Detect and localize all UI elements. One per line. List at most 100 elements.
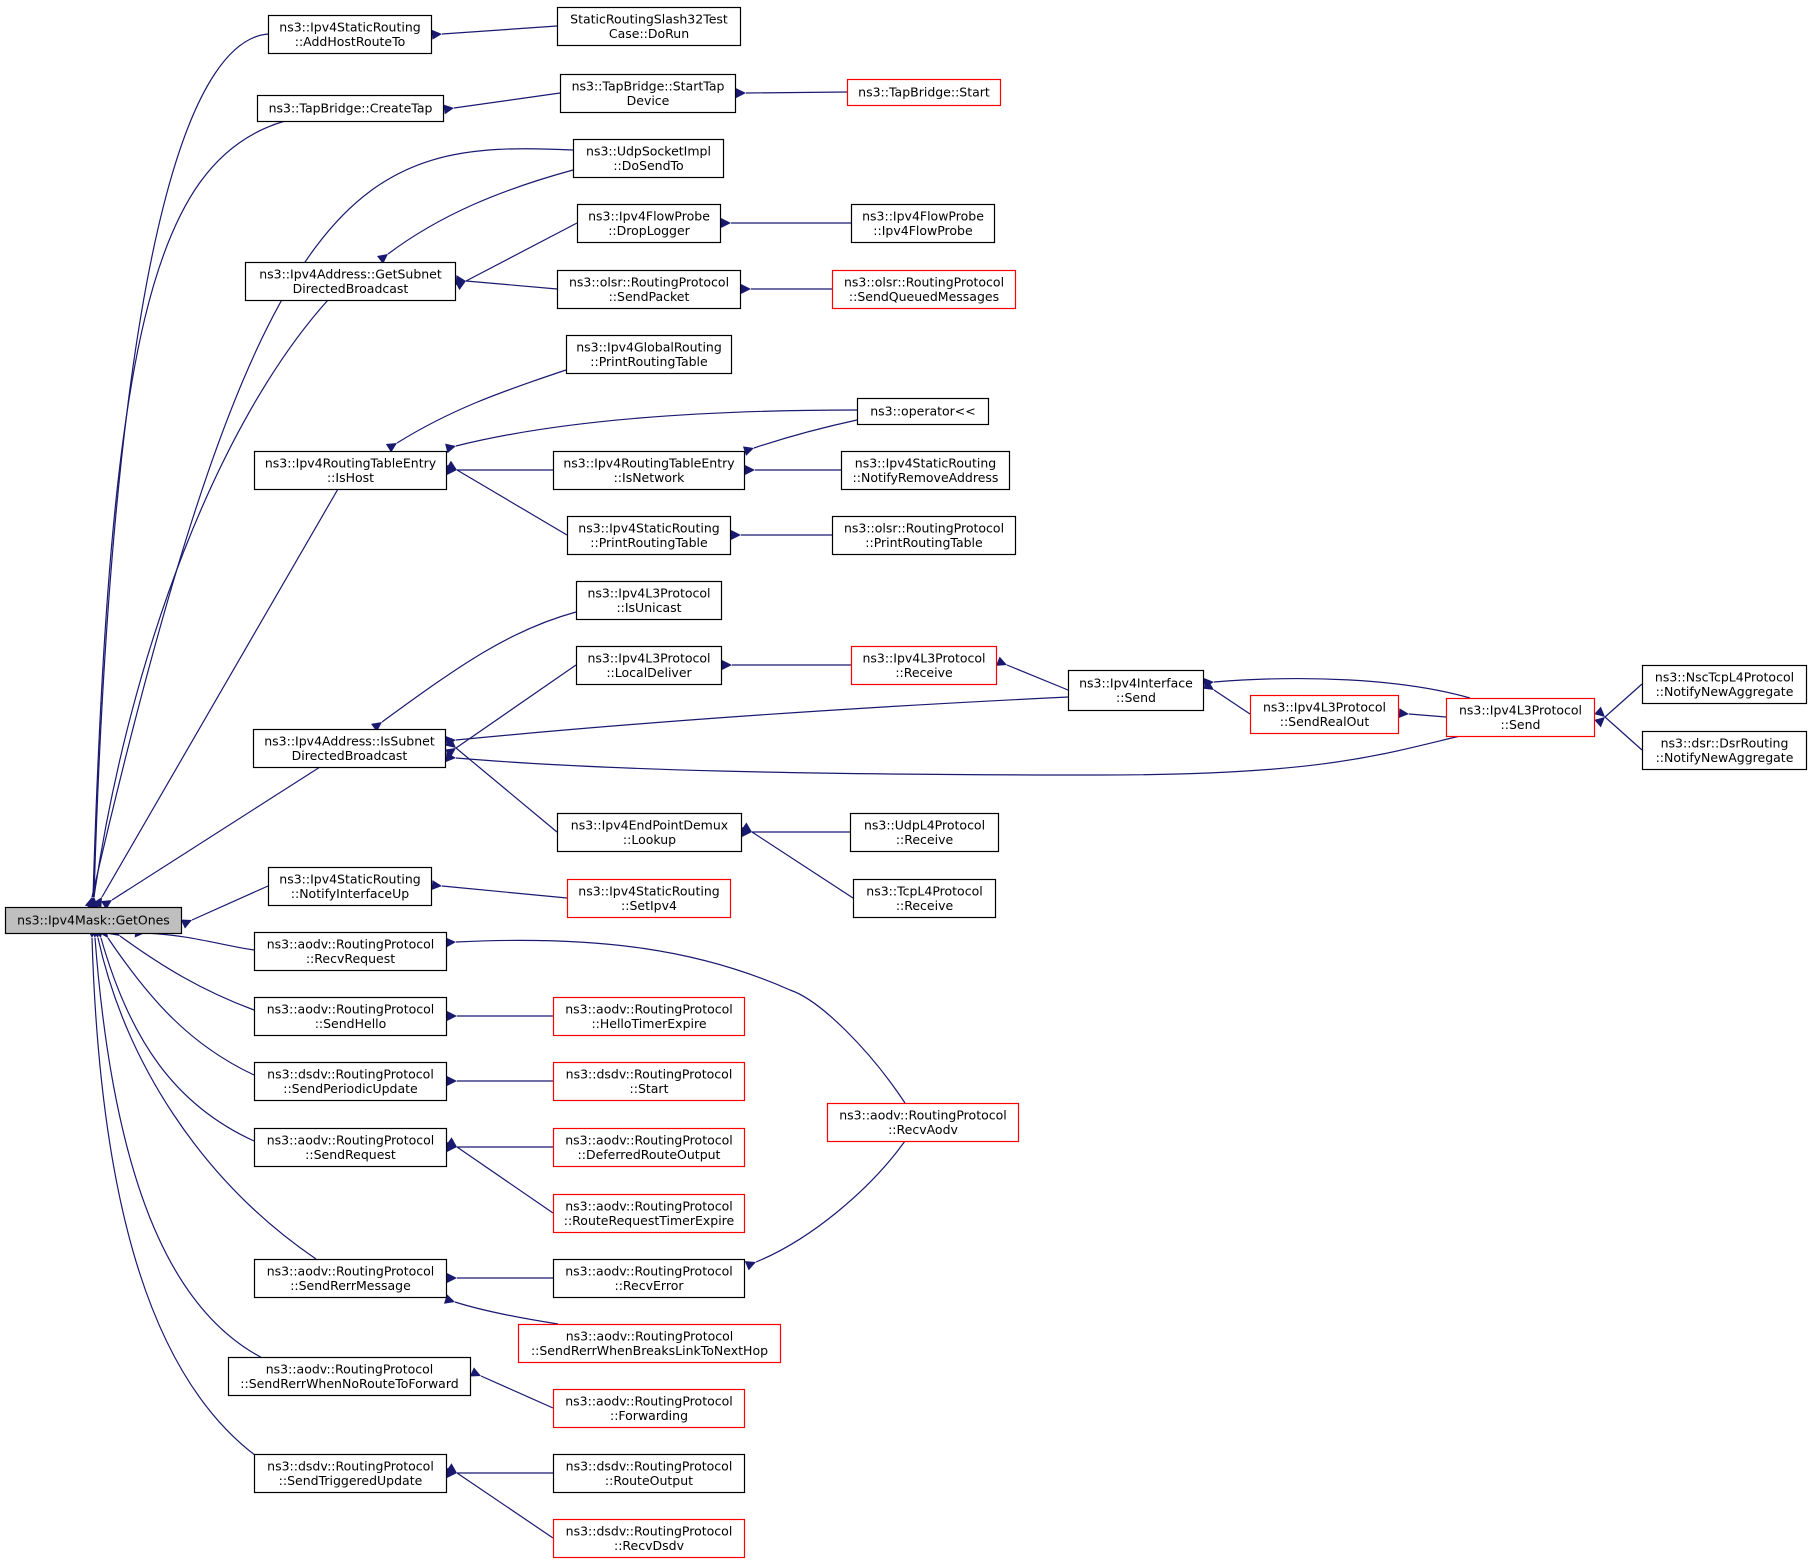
node-getSubnet[interactable]: ns3::Ipv4Address::GetSubnetDirectedBroad… (244, 261, 457, 302)
node-localDeliver[interactable]: ns3::Ipv4L3Protocol::LocalDeliver (575, 645, 723, 686)
node-label: ns3::Ipv4Address::GetSubnet (259, 266, 442, 281)
node-label: ::Start (630, 1081, 669, 1096)
node-aodvSendReq[interactable]: ns3::aodv::RoutingProtocol::SendRequest (253, 1127, 448, 1168)
node-dsdvRouteOutput[interactable]: ns3::dsdv::RoutingProtocol::RouteOutput (552, 1453, 746, 1494)
node-label: ns3::aodv::RoutingProtocol (267, 1263, 435, 1278)
edge-root-dsdvTriggered (86, 927, 273, 1468)
node-aodvSendRerr[interactable]: ns3::aodv::RoutingProtocol::SendRerrMess… (253, 1258, 448, 1299)
edge-root-createTap (87, 120, 286, 908)
node-isSubnet[interactable]: ns3::Ipv4Address::IsSubnetDirectedBroadc… (252, 728, 447, 769)
edge-l3Send-dsrNotify (1594, 706, 1643, 751)
node-label: ::RecvError (615, 1278, 685, 1293)
node-createTap[interactable]: ns3::TapBridge::CreateTap (256, 94, 445, 123)
node-globalPrint[interactable]: ns3::Ipv4GlobalRouting::PrintRoutingTabl… (565, 334, 733, 375)
node-aodvRecvReq[interactable]: ns3::aodv::RoutingProtocol::RecvRequest (253, 931, 448, 972)
node-box (552, 1453, 746, 1494)
node-root[interactable]: ns3::Ipv4Mask::GetOnes (4, 906, 183, 935)
node-box (552, 996, 746, 1037)
node-addHost[interactable]: ns3::Ipv4StaticRouting::AddHostRouteTo (267, 14, 433, 55)
node-dsdvRecv[interactable]: ns3::dsdv::RoutingProtocol::RecvDsdv (552, 1518, 746, 1559)
node-label: ns3::olsr::RoutingProtocol (569, 274, 729, 289)
edge-aodvRerrNoRoute-aodvForwarding (469, 1367, 554, 1409)
edge-line (445, 937, 906, 1104)
node-setIpv4[interactable]: ns3::Ipv4StaticRouting::SetIpv4 (566, 878, 732, 919)
node-olsrSendPacket[interactable]: ns3::olsr::RoutingProtocol::SendPacket (556, 269, 742, 310)
node-olsrPrint[interactable]: ns3::olsr::RoutingProtocol::PrintRouting… (831, 515, 1017, 556)
node-l3Receive[interactable]: ns3::Ipv4L3Protocol::Receive (850, 645, 998, 686)
node-flowProbe[interactable]: ns3::Ipv4FlowProbe::Ipv4FlowProbe (850, 203, 996, 244)
edge-isHost-staticPrint (445, 460, 568, 536)
node-udpReceive[interactable]: ns3::UdpL4Protocol::Receive (849, 812, 1000, 853)
node-ifaceSend[interactable]: ns3::Ipv4Interface::Send (1067, 669, 1205, 712)
node-label: ns3::Ipv4L3Protocol (587, 585, 710, 600)
node-label: ::PrintRoutingTable (590, 354, 708, 369)
edge-root-aodvRerrNoRoute (89, 927, 286, 1369)
node-olsrQueued[interactable]: ns3::olsr::RoutingProtocol::SendQueuedMe… (831, 269, 1017, 310)
node-box (244, 261, 457, 302)
node-dsdvStart[interactable]: ns3::dsdv::RoutingProtocol::Start (552, 1061, 746, 1102)
node-aodvRecvError[interactable]: ns3::aodv::RoutingProtocol::RecvError (552, 1258, 746, 1299)
node-label: ::SendRerrWhenBreaksLinkToNextHop (531, 1343, 768, 1358)
node-box (1641, 664, 1808, 705)
node-box (253, 1127, 448, 1168)
edge-root-isSubnet (100, 766, 321, 910)
node-label: ::SendPacket (609, 289, 690, 304)
node-isUnicast[interactable]: ns3::Ipv4L3Protocol::IsUnicast (575, 580, 723, 621)
node-isHost[interactable]: ns3::Ipv4RoutingTableEntry::IsHost (253, 450, 448, 491)
edge-root-udpDoSend (84, 148, 574, 908)
node-l3Send[interactable]: ns3::Ipv4L3Protocol::Send (1445, 697, 1596, 738)
edge-line (108, 926, 255, 1011)
edge-startTap-tapStart (735, 88, 848, 99)
edge-line (454, 222, 578, 291)
edge-demuxLookup-tcpReceive (740, 822, 854, 899)
node-aodvForwarding[interactable]: ns3::aodv::RoutingProtocol::Forwarding (552, 1388, 746, 1429)
node-operatorOut[interactable]: ns3::operator<< (856, 397, 990, 426)
node-staticPrint[interactable]: ns3::Ipv4StaticRouting::PrintRoutingTabl… (566, 515, 732, 556)
node-notifyIfUp[interactable]: ns3::Ipv4StaticRouting::NotifyInterfaceU… (267, 866, 433, 907)
node-label: ::Receive (895, 665, 953, 680)
node-tcpReceive[interactable]: ns3::TcpL4Protocol::Receive (852, 878, 997, 919)
node-label: ::IsHost (327, 470, 374, 485)
edge-aodvRecvError-aodvRecvAodv (744, 1140, 906, 1271)
node-aodvRerrNoRoute[interactable]: ns3::aodv::RoutingProtocol::SendRerrWhen… (227, 1356, 472, 1397)
node-dsdvPeriodic[interactable]: ns3::dsdv::RoutingProtocol::SendPeriodic… (253, 1061, 448, 1102)
node-dsrNotify[interactable]: ns3::dsr::DsrRouting::NotifyNewAggregate (1641, 730, 1808, 771)
node-box (256, 94, 445, 123)
node-demuxLookup[interactable]: ns3::Ipv4EndPointDemux::Lookup (556, 812, 743, 853)
node-aodvHelloTimer[interactable]: ns3::aodv::RoutingProtocol::HelloTimerEx… (552, 996, 746, 1037)
node-label: ns3::dsdv::RoutingProtocol (267, 1458, 434, 1473)
node-box (253, 931, 448, 972)
edge-line (84, 148, 574, 908)
node-notifyRemove[interactable]: ns3::Ipv4StaticRouting::NotifyRemoveAddr… (840, 450, 1011, 491)
node-label: ::Receive (896, 898, 954, 913)
node-nscNotify[interactable]: ns3::NscTcpL4Protocol::NotifyNewAggregat… (1641, 664, 1808, 705)
node-box (267, 14, 433, 55)
node-label: ns3::Ipv4EndPointDemux (571, 817, 728, 832)
node-dsdvTriggered[interactable]: ns3::dsdv::RoutingProtocol::SendTriggere… (253, 1453, 448, 1494)
node-label: ns3::NscTcpL4Protocol (1655, 669, 1794, 684)
node-aodvRouteReqTimer[interactable]: ns3::aodv::RoutingProtocol::RouteRequest… (552, 1193, 746, 1234)
node-aodvRerrBreaks[interactable]: ns3::aodv::RoutingProtocol::SendRerrWhen… (517, 1323, 782, 1364)
node-dropLogger[interactable]: ns3::Ipv4FlowProbe::DropLogger (576, 203, 722, 244)
node-aodvSendHello[interactable]: ns3::aodv::RoutingProtocol::SendHello (253, 996, 448, 1037)
node-label: ns3::Ipv4GlobalRouting (576, 339, 722, 354)
node-label: ::RouteRequestTimerExpire (564, 1213, 735, 1228)
node-label: ::Ipv4FlowProbe (873, 223, 973, 238)
node-isNetwork[interactable]: ns3::Ipv4RoutingTableEntry::IsNetwork (552, 450, 746, 491)
edge-line (445, 696, 1069, 746)
node-udpDoSend[interactable]: ns3::UdpSocketImpl::DoSendTo (572, 138, 725, 179)
node-label: ns3::dsdv::RoutingProtocol (566, 1458, 733, 1473)
node-aodvDeferred[interactable]: ns3::aodv::RoutingProtocol::DeferredRout… (552, 1127, 746, 1168)
node-label: ::SendRerrMessage (290, 1278, 411, 1293)
node-aodvRecvAodv[interactable]: ns3::aodv::RoutingProtocol::RecvAodv (826, 1102, 1020, 1143)
node-box (846, 78, 1002, 107)
node-box (552, 1127, 746, 1168)
node-sendRealOut[interactable]: ns3::Ipv4L3Protocol::SendRealOut (1249, 694, 1400, 735)
node-label: ns3::dsr::DsrRouting (1661, 735, 1789, 750)
edge-aodvSendReq-aodvRouteReqTimer (445, 1137, 554, 1214)
node-box (840, 450, 1011, 491)
node-tapStart[interactable]: ns3::TapBridge::Start (846, 78, 1002, 107)
